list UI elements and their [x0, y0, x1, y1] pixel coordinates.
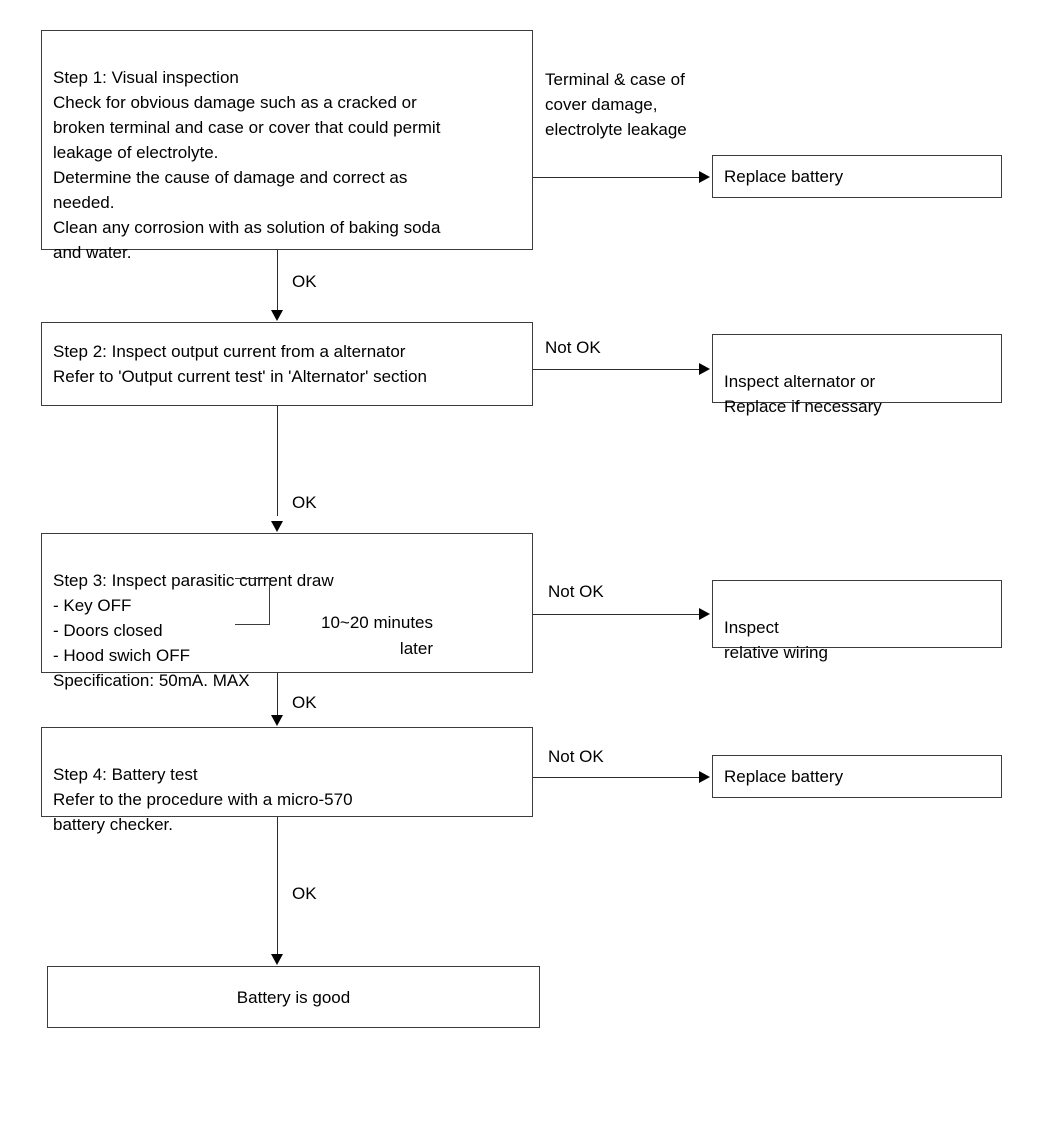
step-1-text: Step 1: Visual inspection Check for obvi…	[53, 68, 441, 262]
arrowhead-step4-branch	[699, 771, 710, 783]
edge-step1-to-replace-battery	[533, 177, 700, 178]
edge-step4-to-final	[277, 817, 278, 955]
edge-step3-to-step4	[277, 673, 278, 716]
outcome-3-text: Inspect relative wiring	[724, 618, 828, 662]
edge-step1-to-step2	[277, 250, 278, 310]
arrowhead-step1-to-step2	[271, 310, 283, 321]
step-2-box[interactable]: Step 2: Inspect output current from a al…	[41, 322, 533, 406]
timing-note: 10~20 minutes later	[283, 584, 433, 662]
edge-label-ok-3: OK	[292, 693, 317, 712]
step-3-text: Step 3: Inspect parasitic current draw -…	[53, 571, 334, 690]
edge-label-not-ok-2: Not OK	[545, 338, 601, 357]
arrowhead-step2-to-step3	[271, 521, 283, 532]
arrowhead-step1-branch	[699, 171, 710, 183]
edge-label-ok-1: OK	[292, 272, 317, 291]
arrowhead-step3-to-step4	[271, 715, 283, 726]
step-4-box[interactable]: Step 4: Battery test Refer to the proced…	[41, 727, 533, 834]
step-4-text: Step 4: Battery test Refer to the proced…	[53, 765, 353, 834]
step-3-box[interactable]: Step 3: Inspect parasitic current draw -…	[41, 533, 533, 690]
edge-step4-to-outcome	[533, 777, 700, 778]
edge-step2-to-step3	[277, 406, 278, 516]
outcome-4-text: Replace battery	[724, 767, 844, 786]
failure-condition-note-1-text: Terminal & case of cover damage, electro…	[545, 70, 687, 139]
edge-step3-to-outcome	[533, 614, 700, 615]
timing-note-text: 10~20 minutes later	[321, 613, 433, 658]
edge-label-not-ok-4: Not OK	[548, 747, 604, 766]
failure-condition-note-1: Terminal & case of cover damage, electro…	[545, 42, 775, 142]
step-1-box[interactable]: Step 1: Visual inspection Check for obvi…	[41, 30, 533, 262]
final-text: Battery is good	[236, 987, 351, 1007]
outcome-1-replace-battery-box[interactable]: Replace battery	[712, 155, 1002, 198]
condition-group-bracket	[235, 578, 270, 625]
outcome-1-text: Replace battery	[724, 167, 844, 186]
outcome-4-replace-battery-box[interactable]: Replace battery	[712, 755, 1002, 798]
arrowhead-step2-branch	[699, 363, 710, 375]
edge-label-ok-2: OK	[292, 493, 317, 512]
arrowhead-step3-branch	[699, 608, 710, 620]
arrowhead-step4-to-final	[271, 954, 283, 965]
outcome-2-inspect-alternator-box[interactable]: Inspect alternator or Replace if necessa…	[712, 334, 1002, 416]
edge-label-not-ok-3: Not OK	[548, 582, 604, 601]
edge-step2-to-outcome	[533, 369, 700, 370]
outcome-3-inspect-wiring-box[interactable]: Inspect relative wiring	[712, 580, 1002, 662]
step-2-text: Step 2: Inspect output current from a al…	[53, 342, 427, 386]
outcome-2-text: Inspect alternator or Replace if necessa…	[724, 372, 882, 416]
edge-label-ok-4: OK	[292, 884, 317, 903]
final-battery-good-box[interactable]: Battery is good	[47, 966, 540, 1028]
